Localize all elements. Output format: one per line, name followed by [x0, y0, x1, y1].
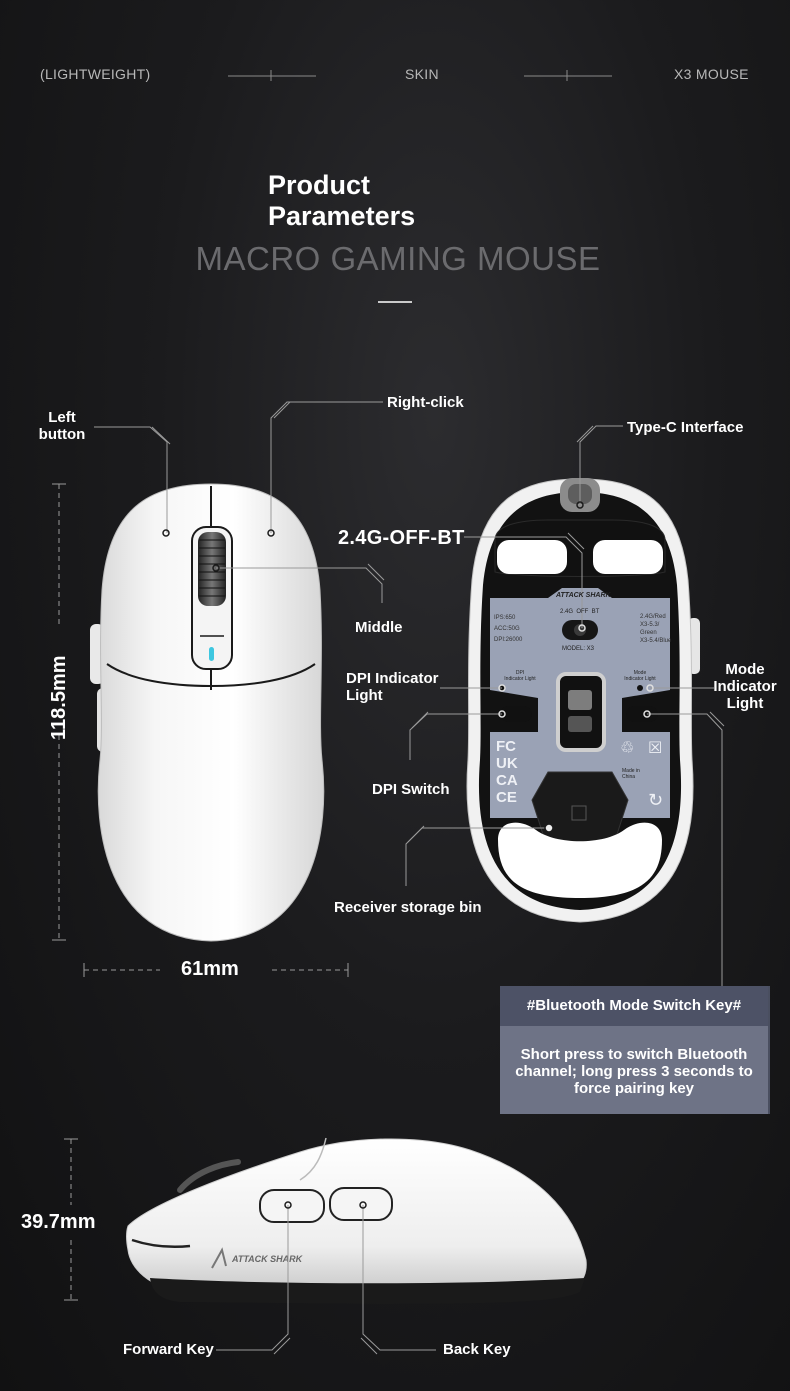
plate-brand-text: ATTACK SHARK	[556, 592, 611, 599]
ce-mark: CE	[496, 789, 517, 806]
spec-left-1: IPS:650	[494, 615, 516, 621]
spec-right-2: X3-5.3/	[640, 622, 660, 628]
bottom-view-leaders	[405, 425, 725, 986]
fc-mark: FC	[496, 738, 516, 755]
plate-spec-left: IPS:650 ACC:50G DPI:26000	[494, 613, 522, 646]
side-view-mouse: ATTACK SHARK	[126, 1137, 587, 1304]
weee-icon: ☒	[648, 740, 663, 757]
label-mode-switch: 2.4G-OFF-BT	[338, 527, 465, 549]
ukca-mark-1: UK	[496, 755, 518, 772]
label-receiver-bin: Receiver storage bin	[334, 899, 482, 916]
label-left-button: Left button	[38, 409, 86, 443]
ukca-mark-2: CA	[496, 772, 518, 789]
spec-right-4: X3-5.4/Blue	[640, 638, 672, 644]
label-height: 39.7mm	[21, 1211, 96, 1233]
plate-spec-right: 2.4G/Red X3-5.3/ Green X3-5.4/Blue	[640, 613, 671, 645]
top-view-mouse	[90, 483, 325, 942]
spec-left-2: ACC:50G	[494, 626, 520, 632]
label-middle: Middle	[355, 619, 403, 636]
nav-divider-left	[228, 70, 316, 81]
plate-model: MODEL: X3	[562, 646, 595, 652]
plate-cert-marks: FC UK CA CE	[496, 738, 518, 806]
plate-switch-marks: 2.4G OFF BT	[560, 609, 600, 615]
label-dpi-indicator: DPI Indicator Light	[346, 670, 439, 704]
spec-right-1: 2.4G/Red	[640, 614, 666, 620]
nav-x3-mouse: X3 MOUSE	[674, 66, 749, 82]
plate-made-in: Made in China	[622, 768, 640, 780]
nav-divider-right	[524, 70, 612, 81]
label-mode-indicator: Mode Indicator Light	[713, 661, 777, 712]
top-view-leaders	[94, 401, 385, 603]
spec-right-3: Green	[640, 630, 657, 636]
plate-mode-small: Mode Indicator Light	[624, 670, 656, 682]
label-back-key: Back Key	[443, 1341, 511, 1358]
callout-body: Short press to switch Bluetooth channel;…	[515, 1046, 753, 1097]
nav-lightweight: (LIGHTWEIGHT)	[40, 66, 151, 82]
dpi-led-icon	[209, 647, 214, 661]
page-title: Product Parameters	[268, 170, 415, 232]
label-length: 118.5mm	[48, 655, 70, 740]
spec-left-3: DPI:26000	[494, 637, 523, 643]
callout-title: #Bluetooth Mode Switch Key#	[500, 986, 768, 1026]
label-dpi-switch: DPI Switch	[372, 781, 450, 798]
nav-skin: SKIN	[405, 66, 439, 82]
title-line-1: Product	[268, 170, 371, 200]
side-view-leaders	[216, 1201, 436, 1355]
title-line-2: Parameters	[268, 201, 416, 231]
label-type-c: Type-C Interface	[627, 419, 744, 436]
plate-dpi-small: DPI Indicator Light	[504, 670, 536, 682]
side-brand-logo: ATTACK SHARK	[231, 1254, 304, 1264]
recycle-icon: ♲	[620, 740, 635, 757]
power-arrow-icon: ↻	[648, 790, 664, 810]
label-forward-key: Forward Key	[123, 1341, 214, 1358]
page-subtitle: MACRO GAMING MOUSE	[195, 240, 601, 277]
bluetooth-callout: #Bluetooth Mode Switch Key# Short press …	[500, 986, 770, 1114]
label-right-click: Right-click	[387, 394, 464, 411]
label-width: 61mm	[181, 958, 239, 980]
bottom-view-mouse	[466, 478, 700, 923]
